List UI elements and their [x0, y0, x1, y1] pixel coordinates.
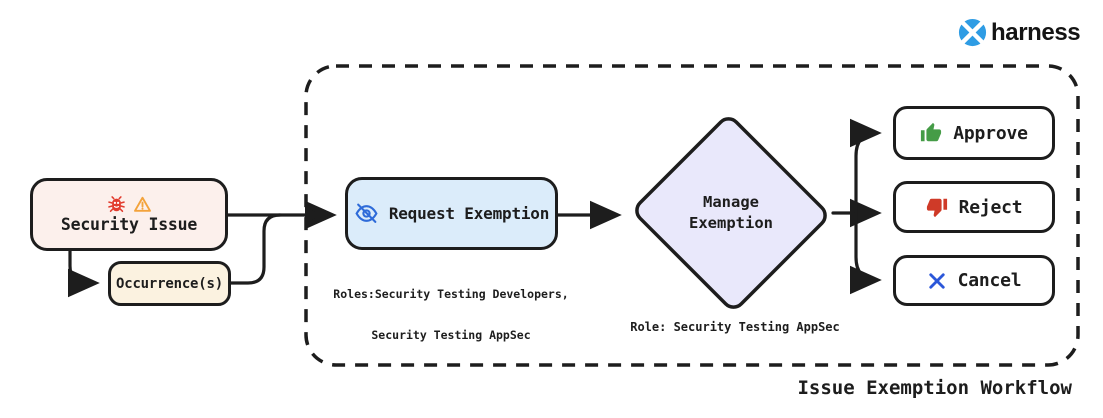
arrow-occurrence-merge: [229, 213, 282, 285]
harness-logo-icon: [957, 17, 988, 48]
thumbs-down-icon: [926, 196, 948, 218]
diagram-title: Issue Exemption Workflow: [797, 377, 1072, 399]
occurrences-label: Occurrence(s): [116, 275, 223, 292]
security-issue-icons: [107, 195, 152, 214]
security-issue-label: Security Issue: [60, 215, 198, 234]
request-exemption-roles-caption: Roles:Security Testing Developers, Secur…: [316, 261, 586, 369]
workflow-boundary: [304, 64, 1080, 367]
arrow-manage-to-approve: [849, 118, 882, 215]
harness-logo: harness: [957, 17, 1081, 48]
node-reject: Reject: [893, 181, 1055, 233]
approve-label: Approve: [953, 122, 1028, 144]
manage-exemption-role-caption: Role: Security Testing AppSec: [630, 320, 840, 334]
manage-exemption-line1: Manage: [703, 193, 759, 211]
node-request-exemption: Request Exemption: [345, 177, 558, 250]
warning-icon: [133, 195, 152, 214]
cancel-label: Cancel: [957, 270, 1022, 291]
eye-off-icon: [354, 201, 379, 226]
node-cancel: Cancel: [893, 255, 1055, 306]
manage-exemption-diamond: [635, 117, 827, 309]
node-occurrences: Occurrence(s): [108, 261, 231, 306]
arrows: [67, 118, 882, 298]
manage-exemption-line2: Exemption: [689, 214, 773, 232]
request-exemption-label: Request Exemption: [388, 204, 550, 223]
node-manage-exemption-label: Manage Exemption: [656, 192, 806, 234]
arrow-manage-to-cancel: [849, 211, 882, 295]
roles-caption-line1: Roles:Security Testing Developers,: [333, 287, 569, 301]
node-approve: Approve: [893, 106, 1055, 160]
x-icon: [927, 271, 947, 291]
thumbs-up-icon: [920, 122, 942, 144]
roles-caption-line2: Security Testing AppSec: [371, 327, 531, 342]
arrow-merge-chevron: [310, 206, 324, 224]
arrow-issue-to-occurrence: [67, 249, 100, 298]
bug-icon: [107, 195, 126, 214]
reject-label: Reject: [958, 196, 1023, 218]
harness-wordmark: harness: [991, 18, 1081, 46]
node-security-issue: Security Issue: [30, 178, 228, 251]
